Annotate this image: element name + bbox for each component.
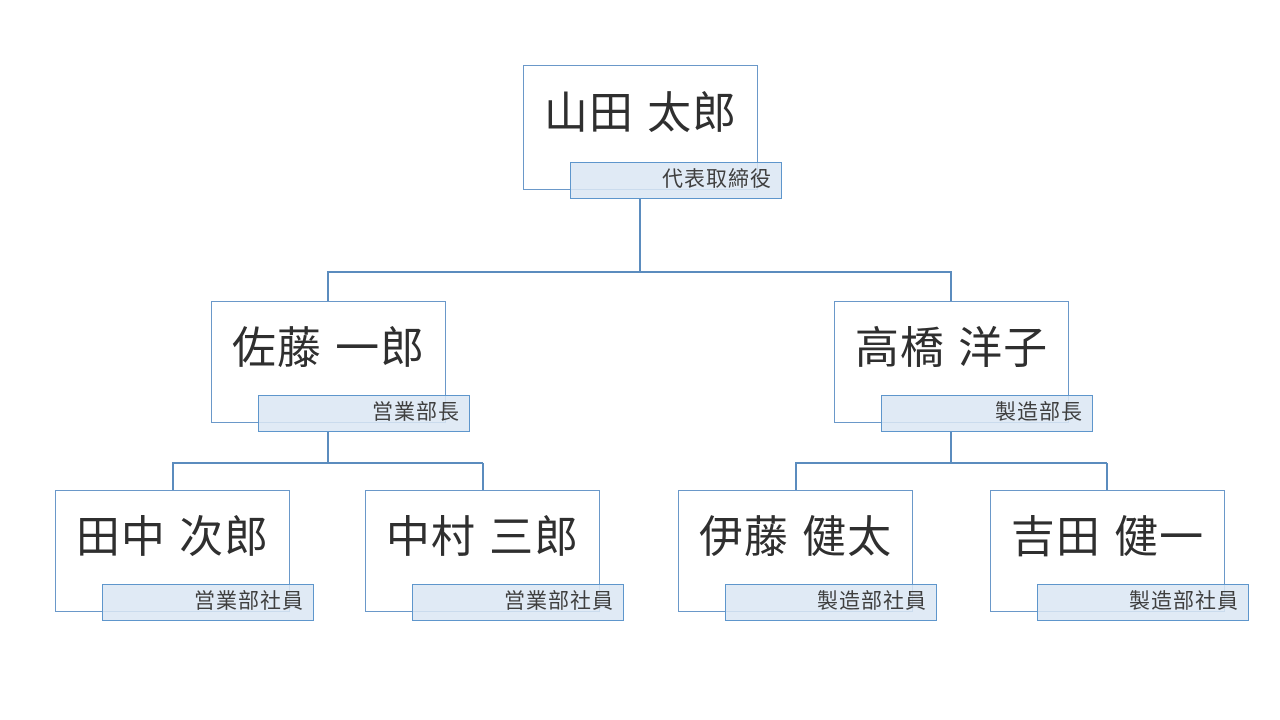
person-name: 田中 次郎 [75,512,270,562]
connector-ito-drop [795,463,797,490]
org-node-title-bar[interactable]: 製造部社員 [1037,584,1249,621]
person-name: 吉田 健一 [1010,512,1205,562]
org-node-tanaka[interactable]: 田中 次郎 営業部社員 [55,490,314,621]
person-title: 営業部社員 [194,590,304,613]
person-title: 代表取締役 [662,168,772,191]
org-node-takahashi[interactable]: 高橋 洋子 製造部長 [834,301,1093,432]
org-node-title-bar[interactable]: 代表取締役 [570,162,782,199]
org-node-yoshida[interactable]: 吉田 健一 製造部社員 [990,490,1249,621]
org-node-title-bar[interactable]: 営業部長 [258,395,470,432]
connector-takahashi-vertical [950,432,952,463]
person-title: 製造部社員 [817,590,927,613]
connector-yoshida-drop [1106,463,1108,490]
person-title: 製造部長 [995,401,1083,424]
org-node-title-bar[interactable]: 営業部社員 [412,584,624,621]
connector-root-vertical [639,199,641,272]
person-name: 山田 太郎 [543,89,738,138]
org-node-yamada[interactable]: 山田 太郎 代表取締役 [523,65,782,199]
connector-sato-drop [327,272,329,301]
person-name: 伊藤 健太 [698,512,893,562]
connector-takahashi-drop [950,272,952,301]
person-title: 営業部社員 [504,590,614,613]
connector-sato-vertical [327,432,329,463]
org-node-ito[interactable]: 伊藤 健太 製造部社員 [678,490,937,621]
person-name: 高橋 洋子 [854,323,1049,373]
connector-level2-horizontal [327,271,952,273]
person-title: 営業部長 [372,401,460,424]
connector-sales-horizontal [172,462,483,464]
connector-tanaka-drop [172,463,174,490]
person-name: 中村 三郎 [385,512,580,562]
org-node-sato[interactable]: 佐藤 一郎 営業部長 [211,301,470,432]
org-node-title-bar[interactable]: 営業部社員 [102,584,314,621]
org-node-nakamura[interactable]: 中村 三郎 営業部社員 [365,490,624,621]
connector-mfg-horizontal [795,462,1107,464]
connector-nakamura-drop [482,463,484,490]
org-node-title-bar[interactable]: 製造部長 [881,395,1093,432]
org-node-title-bar[interactable]: 製造部社員 [725,584,937,621]
person-name: 佐藤 一郎 [231,323,426,373]
person-title: 製造部社員 [1129,590,1239,613]
